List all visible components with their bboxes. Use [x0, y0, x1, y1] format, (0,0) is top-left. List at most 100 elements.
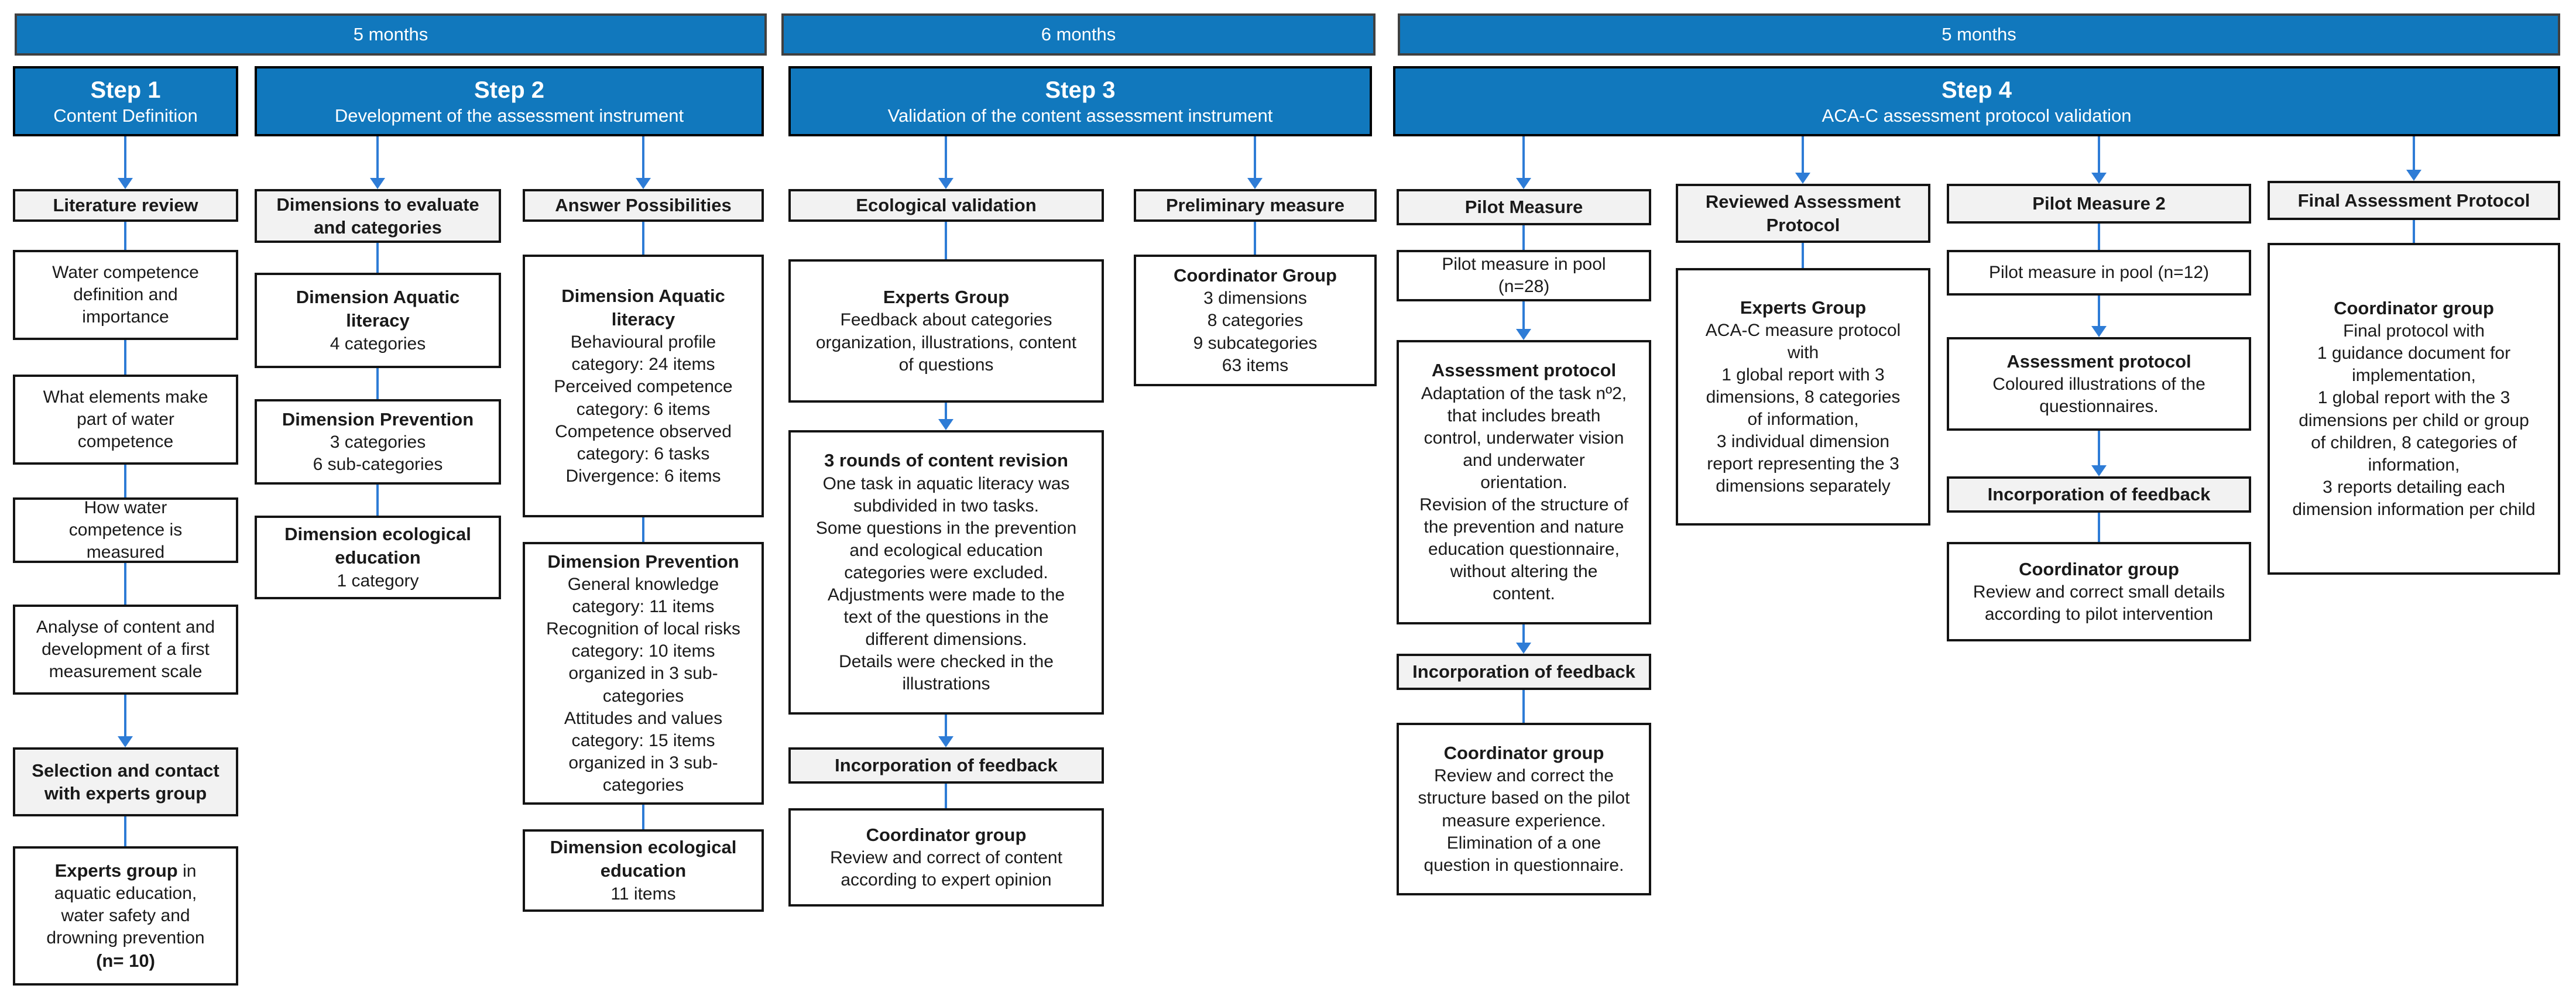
box-what-elements: What elements make part of water compete…	[13, 375, 238, 465]
box-selection-contact-experts: Selection and contact with experts group	[13, 747, 238, 816]
flow-line	[642, 222, 644, 255]
box-coordinator-review-content: Coordinator group Review and correct of …	[788, 808, 1104, 907]
flow-line	[2098, 513, 2100, 542]
timeline-bar-2-label: 6 months	[1041, 24, 1116, 44]
box-literature-review: Literature review	[13, 189, 238, 222]
flow-line	[2098, 136, 2100, 173]
box-preliminary-measure: Preliminary measure	[1134, 189, 1377, 222]
flow-line	[642, 517, 644, 542]
box-dim-ecological-cat: Dimension ecological education 1 categor…	[255, 516, 501, 599]
box-answers-ecological: Dimension ecological education 11 items	[523, 829, 764, 912]
box-reviewed-assessment-protocol: Reviewed Assessment Protocol	[1676, 184, 1930, 243]
box-dimensions-to-evaluate: Dimensions to evaluate and categories	[255, 189, 501, 243]
flow-line	[945, 136, 947, 178]
flow-arrowhead	[2091, 173, 2107, 184]
flow-line	[1522, 624, 1525, 643]
step4-title: Step 4	[1941, 77, 2012, 104]
flow-line	[1802, 243, 1804, 268]
flow-arrowhead	[1795, 173, 1810, 184]
flow-line	[1254, 222, 1256, 255]
box-incorporation-feedback-step3: Incorporation of feedback	[788, 747, 1104, 784]
box-dim-aquatic-literacy-cat: Dimension Aquatic literacy 4 categories	[255, 273, 501, 368]
flow-arrowhead	[938, 736, 953, 747]
timeline-bar-1-label: 5 months	[353, 24, 428, 44]
flow-arrowhead	[118, 736, 133, 747]
box-experts-group-aca-c: Experts Group ACA-C measure protocol wit…	[1676, 268, 1930, 526]
box-coordinator-final-protocol: Coordinator group Final protocol with 1 …	[2268, 243, 2560, 575]
box-assessment-protocol-adaptation: Assessment protocol Adaptation of the ta…	[1397, 340, 1651, 624]
flow-arrowhead	[2406, 170, 2421, 181]
flow-line	[124, 340, 126, 375]
step2-subtitle: Development of the assessment instrument	[334, 105, 684, 126]
step3-title: Step 3	[1045, 77, 1116, 104]
flow-arrowhead	[118, 178, 133, 189]
flow-line	[376, 368, 379, 399]
box-analyse-content: Analyse of content and development of a …	[13, 605, 238, 695]
flow-line	[1254, 136, 1256, 178]
flow-line	[2098, 224, 2100, 250]
flow-arrowhead	[1516, 329, 1531, 340]
flow-line	[945, 715, 947, 736]
box-incorporation-feedback-step4c: Incorporation of feedback	[1947, 476, 2251, 513]
box-incorporation-feedback-step4a: Incorporation of feedback	[1397, 654, 1651, 690]
box-experts-group-n10: Experts group in aquatic education, wate…	[13, 846, 238, 986]
box-three-rounds-revision: 3 rounds of content revision One task in…	[788, 430, 1104, 715]
flow-line	[124, 816, 126, 846]
flow-arrowhead	[2091, 465, 2107, 476]
flow-line	[124, 695, 126, 736]
step2-title: Step 2	[474, 77, 545, 104]
flow-arrowhead	[1516, 178, 1531, 189]
flow-line	[376, 485, 379, 516]
timeline-bar-3-label: 5 months	[1942, 24, 2016, 44]
flow-arrowhead	[1247, 178, 1263, 189]
box-pilot-measure: Pilot Measure	[1397, 189, 1651, 225]
step3-subtitle: Validation of the content assessment ins…	[887, 105, 1273, 126]
box-assessment-protocol-coloured: Assessment protocol Coloured illustratio…	[1947, 337, 2251, 431]
flow-line	[2413, 220, 2415, 243]
flow-arrowhead	[1516, 643, 1531, 654]
flow-line	[2098, 296, 2100, 326]
step4-subtitle: ACA-C assessment protocol validation	[1822, 105, 2132, 126]
flow-line	[376, 243, 379, 273]
flow-line	[945, 403, 947, 419]
timeline-bar-1: 5 months	[15, 13, 767, 56]
box-dim-prevention-cat: Dimension Prevention 3 categories 6 sub-…	[255, 399, 501, 485]
box-coordinator-small-details: Coordinator group Review and correct sma…	[1947, 542, 2251, 641]
flow-line	[124, 563, 126, 605]
timeline-bar-2: 6 months	[781, 13, 1376, 56]
step1-title: Step 1	[90, 77, 161, 104]
flow-line	[945, 222, 947, 259]
box-pilot-pool-n12: Pilot measure in pool (n=12)	[1947, 250, 2251, 296]
box-answer-possibilities: Answer Possibilities	[523, 189, 764, 222]
flow-line	[1802, 136, 1804, 173]
step3-header: Step 3 Validation of the content assessm…	[788, 66, 1372, 136]
flow-arrowhead	[938, 178, 953, 189]
box-answers-prevention: Dimension Prevention General knowledge c…	[523, 542, 764, 805]
step1-header: Step 1 Content Definition	[13, 66, 238, 136]
box-how-measured: How water competence is measured	[13, 497, 238, 563]
box-coordinator-review-structure: Coordinator group Review and correct the…	[1397, 723, 1651, 895]
flow-line	[1522, 136, 1525, 178]
box-answers-aquatic-literacy: Dimension Aquatic literacy Behavioural p…	[523, 255, 764, 517]
step1-subtitle: Content Definition	[53, 105, 198, 126]
box-experts-group-feedback: Experts Group Feedback about categories …	[788, 259, 1104, 403]
flow-line	[124, 136, 126, 178]
flow-arrowhead	[370, 178, 385, 189]
timeline-bar-3: 5 months	[1398, 13, 2560, 56]
step4-header: Step 4 ACA-C assessment protocol validat…	[1393, 66, 2560, 136]
flow-line	[2098, 431, 2100, 465]
flow-line	[1522, 690, 1525, 723]
box-pilot-pool-n28: Pilot measure in pool (n=28)	[1397, 250, 1651, 301]
flow-line	[642, 136, 644, 178]
flow-arrowhead	[636, 178, 651, 189]
flow-line	[2413, 136, 2415, 170]
box-ecological-validation: Ecological validation	[788, 189, 1104, 222]
flow-line	[124, 222, 126, 250]
flow-line	[1522, 301, 1525, 329]
flow-line	[124, 465, 126, 497]
box-final-assessment-protocol: Final Assessment Protocol	[2268, 181, 2560, 220]
flow-line	[945, 784, 947, 808]
flow-line	[642, 805, 644, 829]
box-pilot-measure-2: Pilot Measure 2	[1947, 184, 2251, 224]
